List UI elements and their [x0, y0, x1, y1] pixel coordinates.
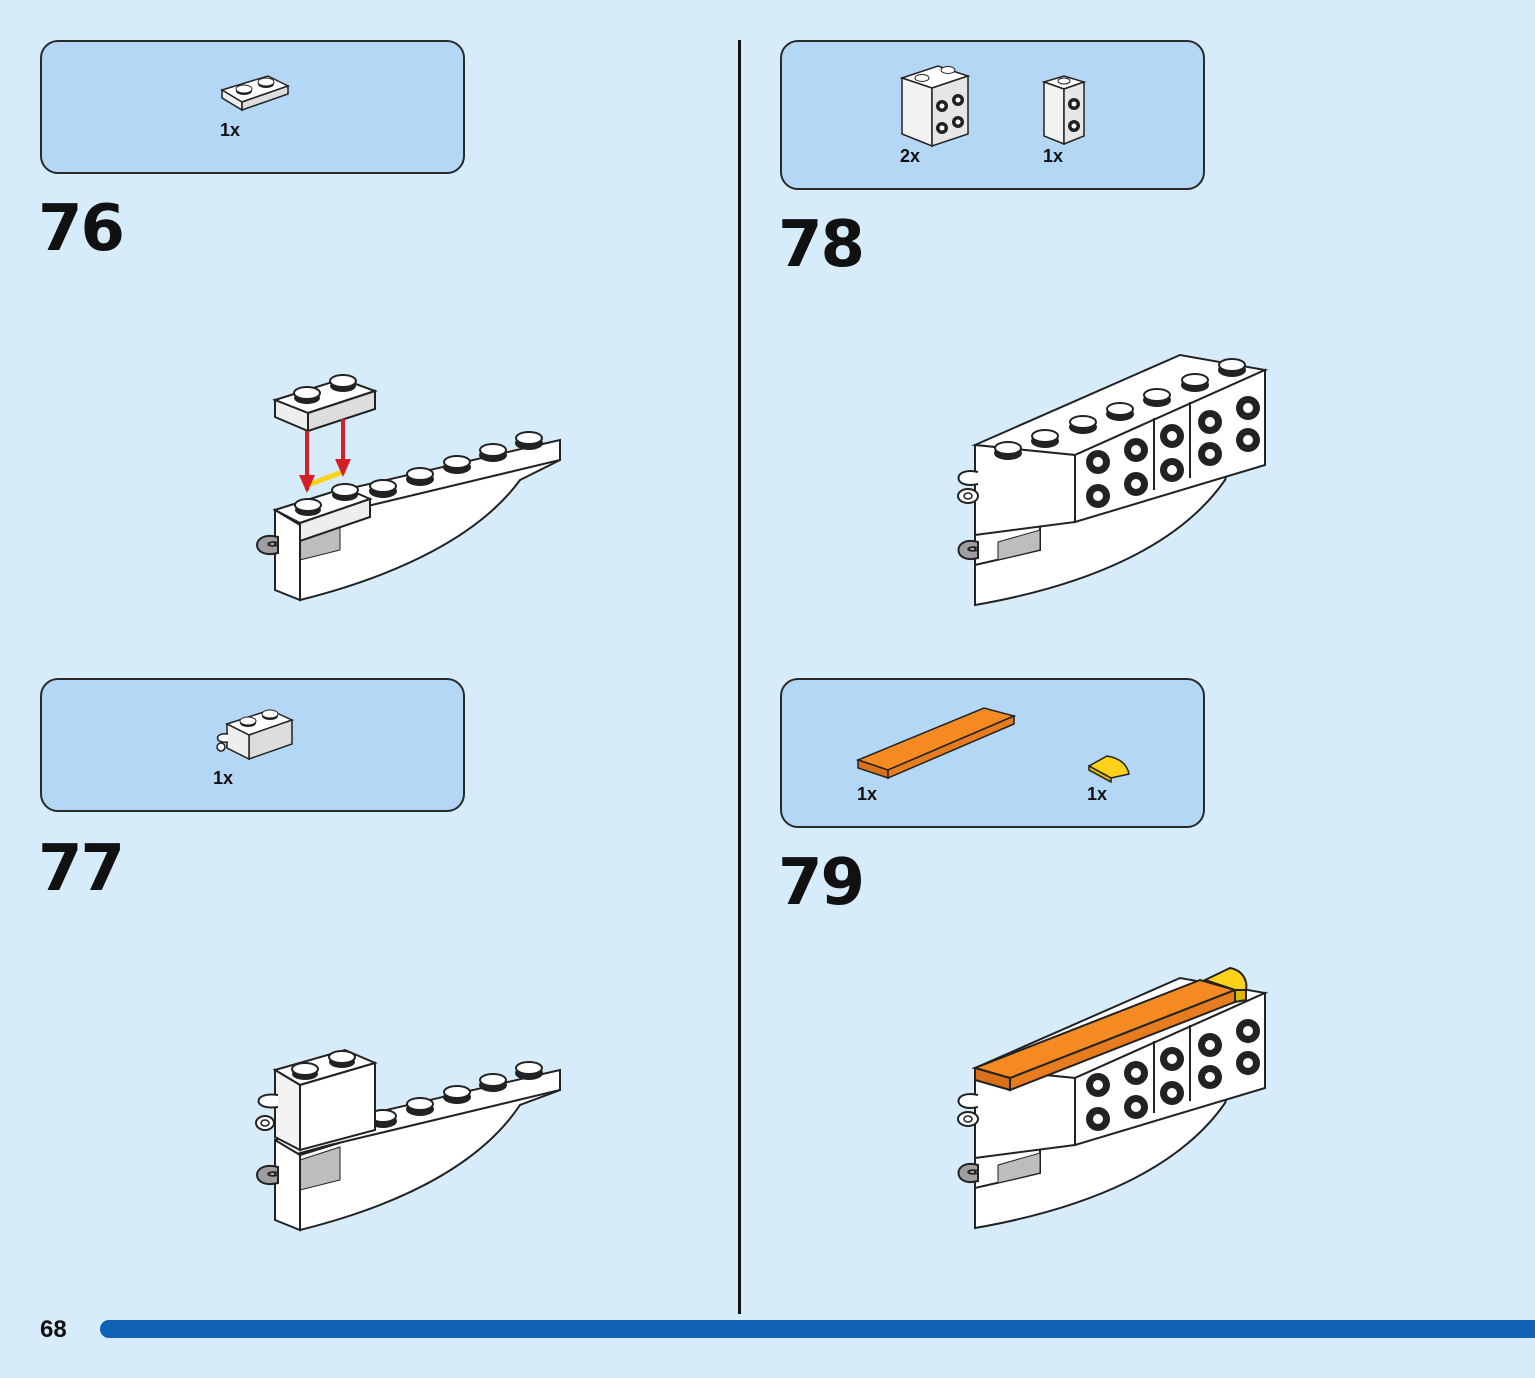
build-illustration-step-78	[957, 353, 1269, 607]
brick-1x1-side-studs-icon	[1042, 75, 1087, 146]
step-number: 77	[38, 832, 125, 906]
part-qty: 1x	[1043, 146, 1064, 166]
brick-1x2-clip-icon	[216, 709, 295, 761]
column-divider	[738, 40, 741, 1314]
parts-box-step-76	[40, 40, 465, 174]
parts-box-step-78	[780, 40, 1205, 190]
plate-1x2-icon	[220, 75, 290, 112]
build-illustration-step-79	[957, 966, 1269, 1230]
brick-2x2-side-studs-icon	[900, 65, 971, 148]
part-qty: 2x	[900, 146, 921, 166]
part-qty: 1x	[1087, 784, 1108, 804]
part-qty: 1x	[220, 120, 241, 140]
part-qty: 1x	[213, 768, 234, 788]
parts-box-step-79	[780, 678, 1205, 828]
part-qty: 1x	[857, 784, 878, 804]
build-illustration-step-77	[255, 1048, 561, 1232]
page-number: 68	[40, 1316, 67, 1343]
step-number: 79	[778, 846, 865, 920]
build-illustration-step-76	[256, 374, 561, 602]
step-number: 76	[38, 192, 125, 266]
footer-progress-bar	[100, 1320, 1535, 1338]
tile-1x6-orange-icon	[855, 707, 1017, 780]
step-number: 78	[778, 208, 865, 282]
parts-box-step-77	[40, 678, 465, 812]
tile-quarter-round-yellow-icon	[1087, 755, 1130, 784]
